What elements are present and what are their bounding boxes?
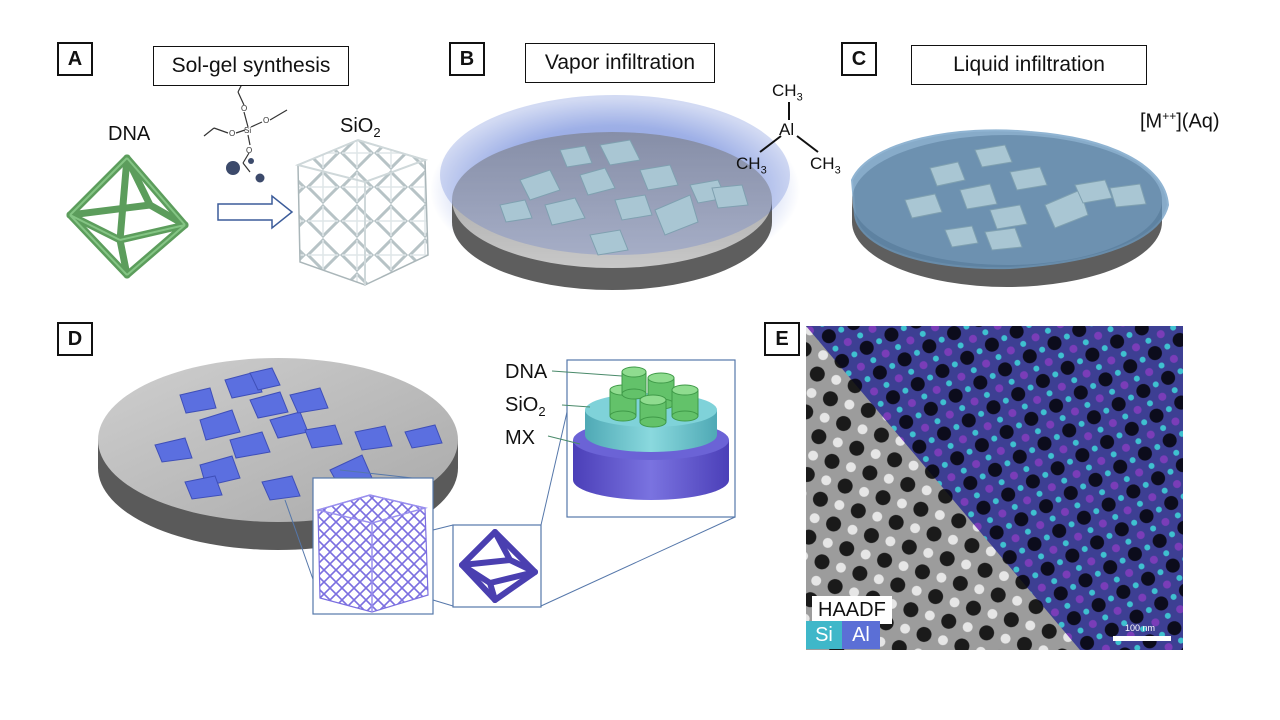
svg-text:O: O <box>263 116 269 125</box>
silica-lattice <box>294 138 429 286</box>
process-arrow <box>217 194 294 230</box>
haadf-tag: HAADF <box>812 596 892 624</box>
tma-aluminum: Al <box>779 120 795 139</box>
panel-label-e: E <box>764 322 800 356</box>
tma-molecule <box>759 102 819 153</box>
sio2-label: SiO2 <box>340 115 381 140</box>
teos-molecule <box>203 79 288 173</box>
vapor-crystals <box>499 139 749 256</box>
metal-ion-label: [M++](Aq) <box>1140 109 1220 133</box>
title-vapor: Vapor infiltration <box>525 43 715 83</box>
dna-octahedron <box>66 154 189 279</box>
mx-octahedron <box>459 529 538 603</box>
droplet-icon <box>255 173 265 183</box>
layer-cylinder <box>573 366 729 500</box>
svg-text:O: O <box>229 129 235 138</box>
mx-lattice-cube <box>315 494 429 613</box>
panel-label-c: C <box>841 42 877 76</box>
layer-label-dna: DNA <box>505 361 548 383</box>
scale-bar <box>1113 636 1171 641</box>
al-tag: Al <box>842 621 880 649</box>
layer-label-sio2: SiO2 <box>505 394 546 419</box>
mx-crystals <box>154 367 443 501</box>
title-sol-gel: Sol-gel synthesis <box>153 46 349 86</box>
tma-left-methyl: CH3 <box>736 154 767 177</box>
droplet-icon <box>248 158 254 164</box>
droplet-icon <box>226 161 240 175</box>
svg-text:Si: Si <box>244 126 251 135</box>
layer-pointers <box>547 370 623 445</box>
panel-label-d: D <box>57 322 93 356</box>
stem-image <box>806 326 1183 650</box>
panel-label-a: A <box>57 42 93 76</box>
scale-bar-label: 100 nm <box>1125 623 1156 633</box>
si-tag: Si <box>806 621 842 649</box>
tma-right-methyl: CH3 <box>810 154 841 177</box>
layer-label-mx: MX <box>505 427 535 449</box>
svg-text:O: O <box>241 104 247 113</box>
title-liquid: Liquid infiltration <box>911 45 1147 85</box>
dna-label: DNA <box>108 123 151 145</box>
liquid-crystals <box>904 144 1147 251</box>
svg-text:O: O <box>246 146 252 155</box>
tma-top-methyl: CH3 <box>772 81 803 104</box>
liquid-substrate <box>850 129 1170 287</box>
panel-label-b: B <box>449 42 485 76</box>
